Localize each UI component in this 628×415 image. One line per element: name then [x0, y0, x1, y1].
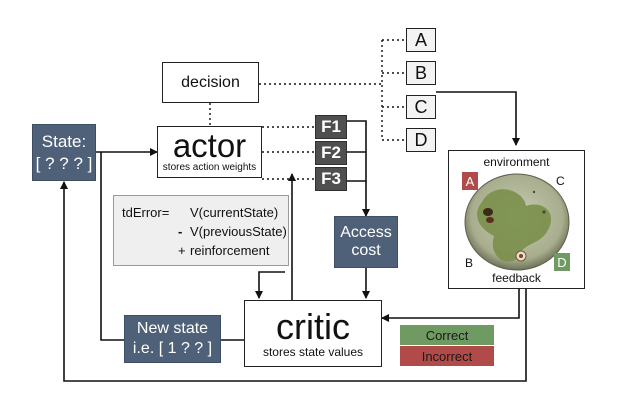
access-cost-line1: Access	[340, 224, 392, 241]
td-previous-state: V(previousState)	[190, 224, 287, 239]
td-previous-sign: -	[178, 224, 183, 239]
option-c-to-environment-arrow	[436, 91, 520, 146]
option-d: D	[406, 128, 436, 152]
td-reward: reinforcement	[190, 243, 270, 258]
feature-f2: F2	[315, 141, 347, 165]
new-state-line2: i.e. [ 1 ? ? ]	[132, 340, 213, 357]
critic-self-loop-arrow	[255, 271, 285, 299]
state-title: State:	[41, 131, 87, 151]
environment-arena-image	[464, 173, 570, 271]
corner-c: C	[556, 174, 565, 188]
new-state-to-state-link	[100, 152, 124, 341]
incorrect-feedback-box: Incorrect	[400, 346, 494, 366]
environment-to-state-arrow	[60, 181, 527, 382]
correct-label: Correct	[425, 327, 469, 343]
decision-label: decision	[181, 73, 240, 91]
feature-f1: F1	[315, 115, 347, 139]
new-state-line1: New state	[136, 320, 209, 337]
features-to-access-cost-link	[347, 120, 367, 182]
corner-d: D	[554, 253, 570, 271]
access-cost-line2: cost	[351, 242, 381, 259]
td-error-label: tdError=	[122, 205, 170, 220]
corner-b: B	[465, 256, 474, 270]
td-reward-sign: +	[178, 243, 186, 258]
feature-f3: F3	[315, 167, 347, 191]
access-cost-box: Access cost	[334, 216, 398, 268]
actor-title: actor	[172, 127, 247, 164]
actor-subtitle: stores action weights	[162, 162, 257, 173]
decision-box: decision	[162, 62, 259, 103]
incorrect-label: Incorrect	[421, 348, 473, 364]
environment-footer: feedback	[492, 271, 541, 285]
feedback-to-critic-arrow	[381, 289, 520, 322]
corner-a: A	[462, 172, 478, 190]
environment-box: environment A C B D feedback	[448, 150, 585, 289]
state-value: [ ? ? ? ]	[35, 153, 93, 173]
option-c: C	[406, 95, 436, 119]
td-error-box: tdError= V(currentState) - V(previousSta…	[113, 195, 289, 266]
environment-title: environment	[483, 155, 550, 169]
correct-feedback-box: Correct	[400, 325, 494, 345]
td-current-state: V(currentState)	[190, 205, 279, 220]
state-box: State: [ ? ? ? ]	[32, 124, 96, 181]
option-a: A	[406, 28, 436, 52]
critic-box: critic stores state values	[244, 300, 382, 367]
option-b: B	[406, 61, 436, 85]
new-state-box: New state i.e. [ 1 ? ? ]	[124, 315, 221, 363]
actor-box: actor stores action weights	[157, 126, 262, 178]
critic-subtitle: stores state values	[262, 344, 364, 359]
critic-title: critic	[276, 305, 350, 347]
